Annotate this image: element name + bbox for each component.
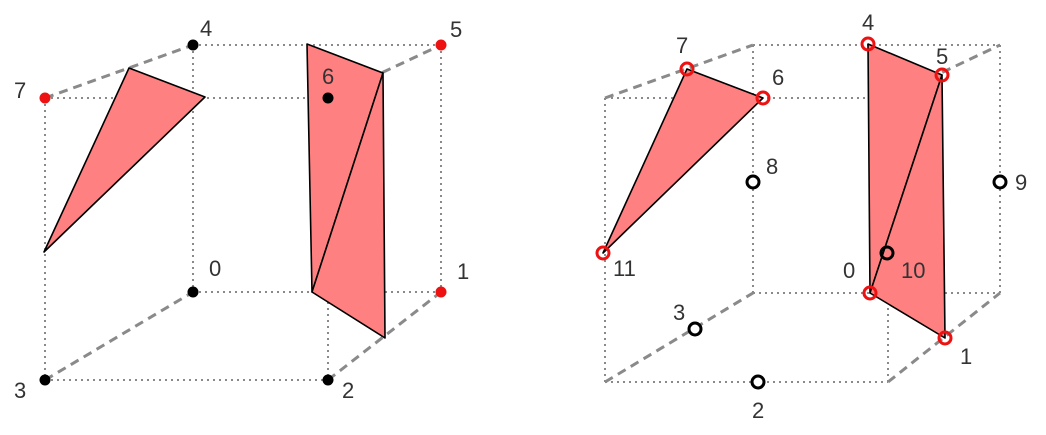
edge-label-10: 10 <box>901 258 925 283</box>
vertex-label-7: 7 <box>14 78 26 103</box>
vertex-label-4: 4 <box>200 16 212 41</box>
triangle-edges-5-0-1 <box>869 74 946 339</box>
edge-11-marker <box>595 245 611 261</box>
edge-label-3: 3 <box>673 300 685 325</box>
vertex-label-0: 0 <box>209 256 221 281</box>
left-cube: 0 1 2 3 4 5 6 7 <box>14 16 469 403</box>
vertex-5-marker <box>435 39 447 51</box>
edge-label-4: 4 <box>862 10 874 35</box>
triangle-corner-7 <box>43 67 206 253</box>
edge-9-marker <box>992 174 1008 190</box>
vertex-7-marker <box>39 92 51 104</box>
vertex-label-3: 3 <box>14 378 26 403</box>
edge-7-marker <box>679 61 695 77</box>
edge-10-marker <box>879 245 895 261</box>
vertex-6-marker <box>322 92 334 104</box>
edge-1-marker <box>937 330 953 346</box>
edge-label-0: 0 <box>843 258 855 283</box>
edge-label-6: 6 <box>772 65 784 90</box>
right-cube: 0 1 2 3 4 5 6 7 8 9 10 11 <box>595 10 1027 423</box>
triangle-edges-7-6-11 <box>602 68 764 254</box>
vertex-3-marker <box>39 374 51 386</box>
edge-label-1: 1 <box>960 344 972 369</box>
edge-label-8: 8 <box>766 154 778 179</box>
edge-label-2: 2 <box>752 398 764 423</box>
edge-label-9: 9 <box>1015 170 1027 195</box>
vertex-label-5: 5 <box>450 17 462 42</box>
vertex-0-marker <box>187 286 199 298</box>
vertex-label-6: 6 <box>322 64 334 89</box>
edge-4-marker <box>860 36 876 52</box>
edge-8-marker <box>745 174 761 190</box>
edge-5-marker <box>934 67 950 83</box>
edge-label-7: 7 <box>676 33 688 58</box>
triangle-right-b <box>311 72 386 339</box>
edge-6-marker <box>755 90 771 106</box>
edge-label-5: 5 <box>936 44 948 69</box>
vertex-4-marker <box>187 39 199 51</box>
vertex-label-2: 2 <box>342 378 354 403</box>
vertex-2-marker <box>322 374 334 386</box>
edge-3-marker <box>687 321 703 337</box>
vertex-label-1: 1 <box>457 259 469 284</box>
edge-label-11: 11 <box>613 256 636 281</box>
edge-2-marker <box>750 374 766 390</box>
vertex-1-marker <box>435 286 447 298</box>
edge-0-marker <box>862 285 878 301</box>
